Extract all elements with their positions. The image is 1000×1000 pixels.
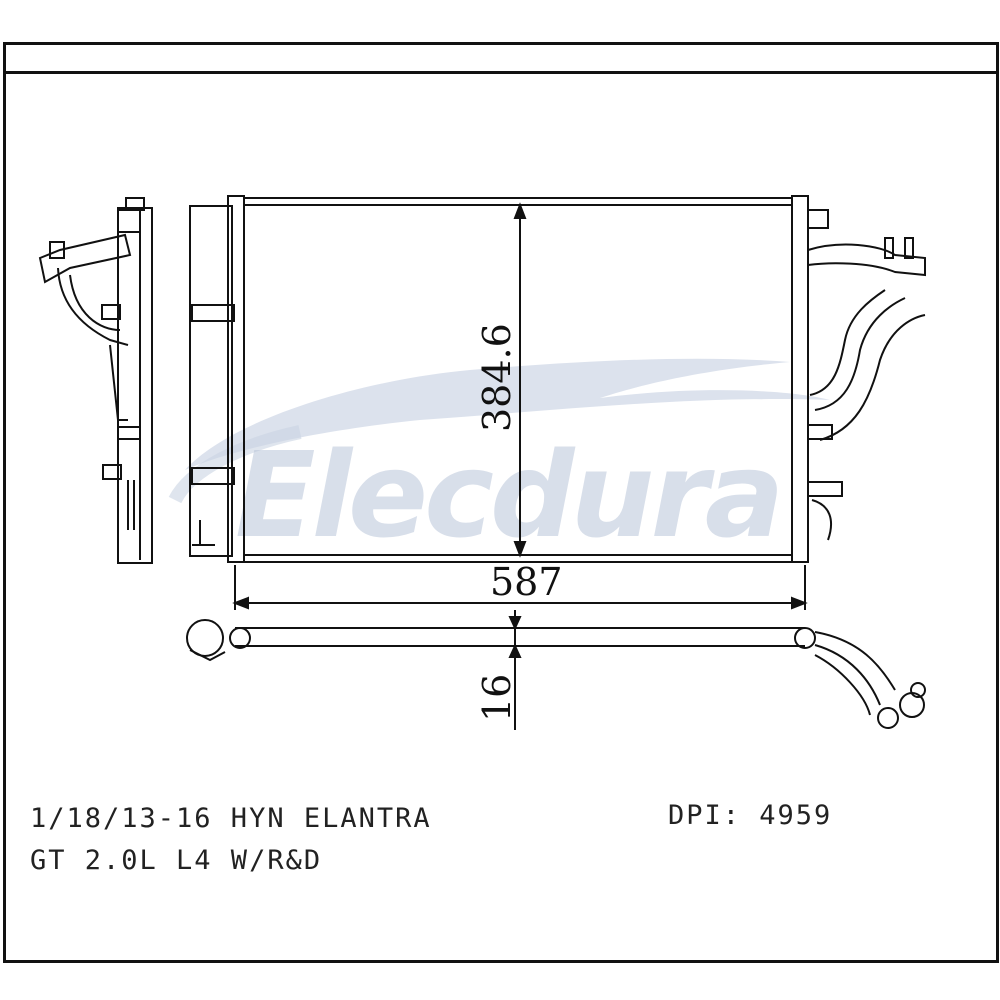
right-fittings bbox=[807, 209, 926, 541]
frame-header-band bbox=[6, 45, 996, 74]
vehicle-line-1: 1/18/13-16 HYN ELANTRA bbox=[30, 803, 432, 834]
left-side-view bbox=[38, 197, 153, 564]
height-dimension: 384.6 bbox=[475, 323, 519, 432]
drawing-frame bbox=[3, 42, 999, 963]
brand-watermark: Elecdura bbox=[235, 426, 784, 564]
thickness-dimension: 16 bbox=[475, 673, 519, 722]
dimension-lines bbox=[232, 202, 808, 730]
vehicle-line-2: GT 2.0L L4 W/R&D bbox=[30, 845, 323, 876]
condenser-core bbox=[189, 195, 809, 563]
width-dimension: 587 bbox=[490, 560, 563, 604]
dpi-number: DPI: 4959 bbox=[668, 800, 833, 831]
bottom-view bbox=[186, 619, 926, 729]
